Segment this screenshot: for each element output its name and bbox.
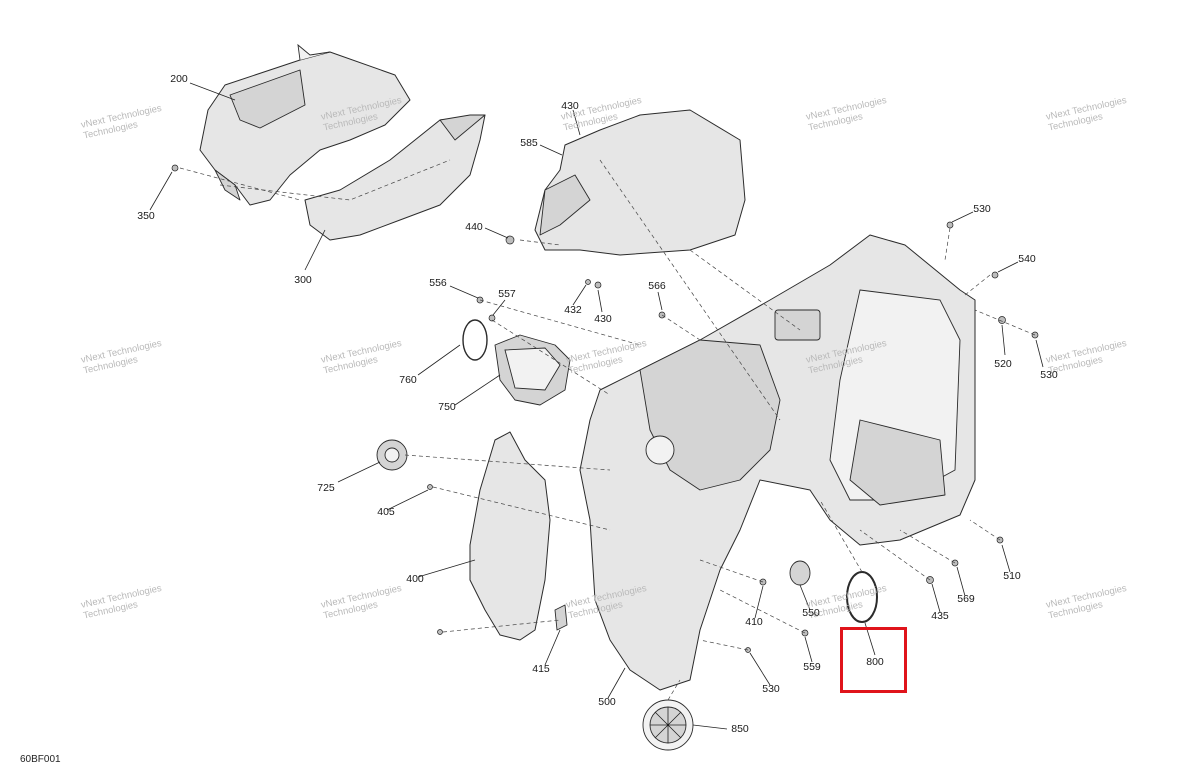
part-300-duct	[304, 114, 486, 241]
document-code: 60BF001	[20, 754, 61, 765]
part-label: 530	[762, 683, 780, 695]
part-label: 559	[803, 661, 821, 673]
part-label: 200	[170, 73, 188, 85]
part-label: 585	[520, 137, 538, 149]
part-label: 350	[137, 210, 155, 222]
part-760-clamp	[462, 319, 488, 361]
part-label: 530	[973, 203, 991, 215]
part-200-cover	[199, 43, 411, 206]
part-label: 430	[594, 313, 612, 325]
part-585-shield	[534, 109, 746, 256]
part-label: 520	[994, 358, 1012, 370]
part-label: 510	[1003, 570, 1021, 582]
part-label: 500	[598, 696, 616, 708]
part-500-housing	[579, 234, 976, 691]
assembly-lines	[179, 159, 1036, 701]
fasteners	[171, 164, 1039, 653]
part-label-highlighted: 800	[866, 656, 884, 668]
part-label: 569	[957, 593, 975, 605]
part-label: 430	[561, 100, 579, 112]
leader-lines	[149, 82, 1044, 730]
part-label: 566	[648, 280, 666, 292]
part-label: 760	[399, 374, 417, 386]
part-label: 432	[564, 304, 582, 316]
highlight-box-part-800	[840, 627, 907, 693]
part-label: 540	[1018, 253, 1036, 265]
part-label: 725	[317, 482, 335, 494]
part-label: 530	[1040, 369, 1058, 381]
part-label: 405	[377, 506, 395, 518]
part-400-side-panel	[469, 431, 551, 641]
part-label: 415	[532, 663, 550, 675]
part-label: 750	[438, 401, 456, 413]
part-550-plug	[789, 560, 811, 586]
part-label: 550	[802, 607, 820, 619]
part-label: 300	[294, 274, 312, 286]
part-label: 850	[731, 723, 749, 735]
part-850-cap	[642, 699, 694, 751]
part-725-grommet	[376, 439, 408, 471]
part-label: 410	[745, 616, 763, 628]
part-750-boot	[494, 334, 571, 406]
part-label: 400	[406, 573, 424, 585]
part-label: 435	[931, 610, 949, 622]
part-label: 557	[498, 288, 516, 300]
part-label: 556	[429, 277, 447, 289]
part-415-clip	[554, 604, 568, 631]
part-label: 440	[465, 221, 483, 233]
